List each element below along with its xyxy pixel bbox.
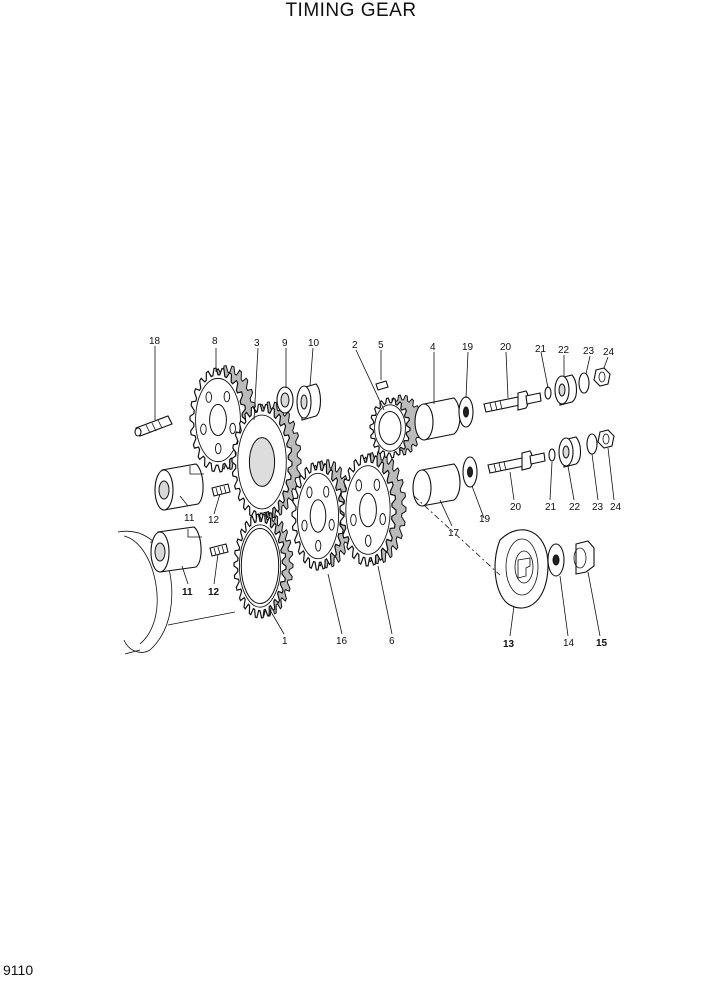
label-22-upper: 22	[558, 345, 570, 356]
label-6: 6	[389, 636, 395, 647]
label-1: 1	[282, 636, 288, 647]
part-19-washer-upper	[458, 396, 474, 428]
label-22-lower: 22	[569, 502, 581, 513]
part-6-gear	[339, 450, 407, 567]
label-21-lower: 21	[545, 502, 557, 513]
label-24-upper: 24	[603, 347, 615, 358]
label-9: 9	[282, 338, 288, 349]
label-13: 13	[503, 639, 515, 650]
label-2: 2	[352, 340, 358, 351]
leader-lines	[179, 347, 615, 637]
part-13-hub-plate	[413, 495, 549, 609]
part-23-ring-upper	[578, 372, 590, 394]
label-11-lower: 11	[182, 587, 193, 598]
part-20-shaft-upper	[483, 390, 542, 413]
label-20-upper: 20	[500, 342, 512, 353]
label-19-upper: 19	[462, 342, 474, 353]
part-17-sleeve	[412, 463, 461, 507]
label-18: 18	[149, 336, 161, 347]
label-16: 16	[336, 636, 348, 647]
label-3: 3	[254, 338, 260, 349]
part-14-washer	[547, 543, 565, 577]
part-2-gear	[369, 394, 423, 459]
part-22-bearing-lower	[558, 436, 582, 468]
part-19-washer-lower	[462, 456, 478, 488]
page-title: TIMING GEAR	[285, 0, 417, 21]
label-8: 8	[212, 336, 218, 347]
part-11-bushing-upper	[154, 463, 204, 511]
part-11-bushing-lower	[150, 526, 202, 573]
label-10: 10	[308, 338, 320, 349]
part-9-washer	[276, 386, 294, 414]
part-15-nut	[573, 540, 595, 575]
page-number: 9110	[3, 962, 34, 978]
part-24-nut-lower	[597, 429, 615, 449]
part-21-ring-upper	[544, 386, 552, 400]
label-20-lower: 20	[510, 502, 522, 513]
part-16-gear	[291, 459, 354, 571]
gears-group	[189, 365, 423, 619]
part-12-key-lower	[209, 543, 229, 557]
part-1-gear	[233, 511, 294, 619]
part-5-key	[375, 380, 389, 391]
label-12-upper: 12	[208, 515, 220, 526]
label-4: 4	[430, 342, 436, 353]
label-14: 14	[563, 638, 575, 649]
label-21-upper: 21	[535, 344, 547, 355]
part-3-gear	[231, 401, 302, 521]
part-4-sleeve	[414, 397, 461, 441]
label-11-upper: 11	[184, 513, 195, 524]
label-19-lower: 19	[479, 514, 491, 525]
label-5: 5	[378, 340, 384, 351]
part-24-nut-upper	[593, 367, 611, 387]
part-10-nut	[296, 383, 322, 421]
part-22-bearing-upper	[554, 374, 578, 406]
label-15: 15	[596, 638, 608, 649]
part-20-shaft-lower	[487, 450, 546, 474]
label-24-lower: 24	[610, 502, 622, 513]
part-labels: 18 8 3 9 10 2 5 4 19 20 21 22 23 24 11 1…	[149, 336, 622, 650]
label-17: 17	[448, 528, 460, 539]
part-12-key-upper	[211, 483, 231, 497]
part-21-ring-lower	[548, 448, 556, 462]
label-12-lower: 12	[208, 587, 220, 598]
label-23-lower: 23	[592, 502, 604, 513]
label-23-upper: 23	[583, 346, 595, 357]
part-23-ring-lower	[586, 433, 598, 455]
part-18-dowel-pin	[134, 346, 173, 437]
